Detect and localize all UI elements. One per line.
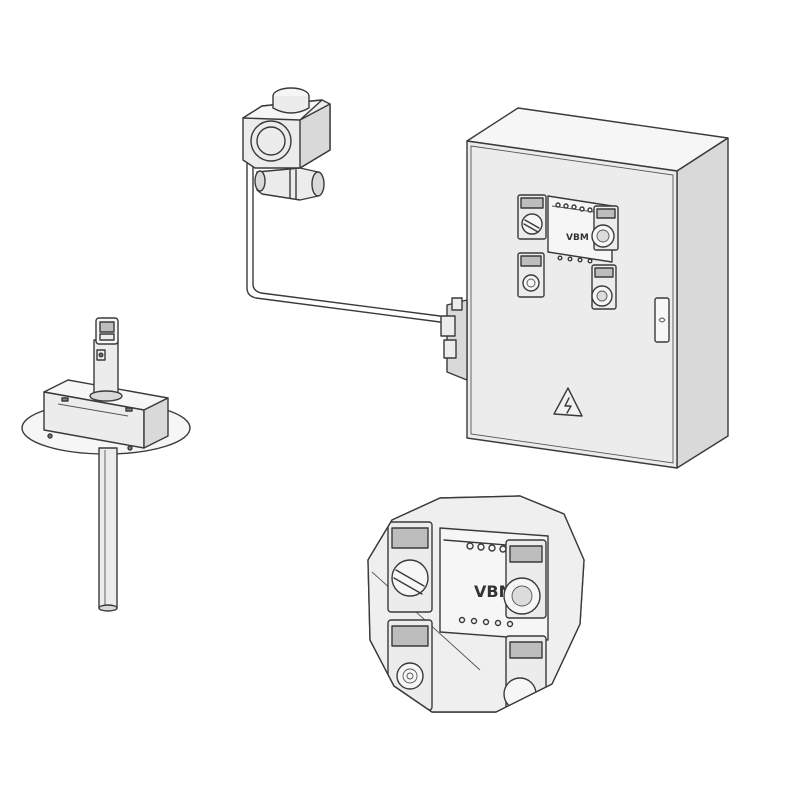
- inset-knob-bottom: [503, 635, 547, 712]
- inset-knob-top: [503, 539, 547, 619]
- module-logo: VBM: [566, 233, 589, 243]
- knob-right-bottom: [591, 264, 617, 310]
- level-probe: [21, 317, 191, 612]
- connection-pipe: [246, 139, 441, 323]
- warning-triangle-icon: [553, 387, 583, 417]
- inset-switch-bottom: [387, 619, 433, 711]
- inset-leds-bottom: [458, 616, 514, 628]
- magnifier-inset: VBM: [367, 495, 585, 713]
- panel-handle: [654, 297, 670, 343]
- knob-right-top: [591, 205, 619, 251]
- control-panel-cabinet: VBM: [440, 107, 729, 469]
- inset-rotary-switch: [387, 521, 433, 613]
- switch-left-bottom: [517, 252, 545, 298]
- rotary-switch-left-top: [517, 194, 547, 240]
- solenoid-valve: [242, 87, 331, 201]
- module-leds-lower: [557, 255, 593, 264]
